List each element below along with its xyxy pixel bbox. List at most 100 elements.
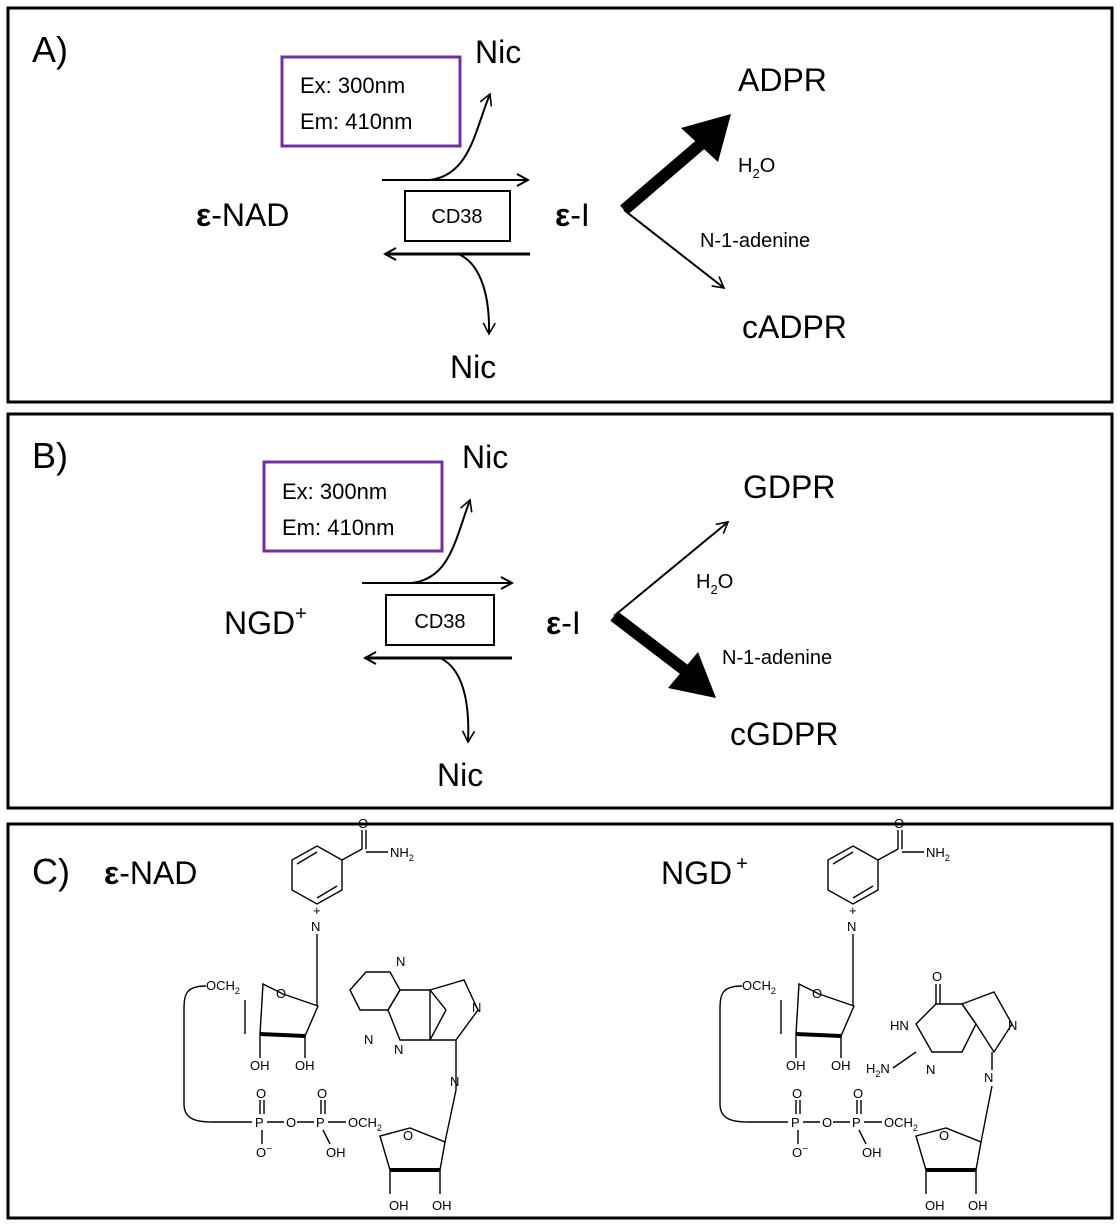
panel-a-product-major: ADPR — [738, 62, 827, 98]
left-upper-oh1: OH — [250, 1058, 270, 1073]
panel-b-excitation: Ex: 300nm — [282, 479, 387, 504]
right-h2n-h: H — [866, 1061, 875, 1076]
left-phosphate-loop — [183, 985, 252, 1123]
right-upper-ring-o: O — [812, 986, 822, 1001]
panel-b-water-sub: 2 — [710, 582, 717, 597]
panel-a-substrate-epsilon: ε — [196, 197, 211, 233]
right-p2-o: O — [853, 1086, 863, 1101]
left-lower-glycosidic-bond — [444, 1089, 457, 1143]
right-upper-och2-text: OCH — [742, 978, 771, 993]
left-upper-ribose — [259, 982, 319, 1037]
left-pyrimidine-ring — [387, 989, 447, 1041]
right-pyridinium-plus: + — [849, 903, 857, 918]
panel-b-nic-top: Nic — [462, 439, 508, 475]
right-base-n7: N — [1008, 1018, 1017, 1033]
left-base-n3: N — [394, 1042, 403, 1057]
right-upper-ribose-front — [795, 1032, 842, 1038]
panel-b-product-major: cGDPR — [730, 716, 838, 752]
panel-a-nic-release-arrow — [429, 92, 493, 181]
left-upper-oh2: OH — [295, 1058, 315, 1073]
left-base-n1: N — [396, 954, 405, 969]
panel-a-water-sub: 2 — [752, 166, 759, 181]
structure-epsilon-nad: O NH2 N + OCH2 O OH OH P O O− — [183, 816, 481, 1213]
left-p1-ominus-o: O — [256, 1145, 266, 1160]
panel-b-minor-arrow — [613, 520, 730, 617]
panel-b: B) Ex: 300nm Em: 410nm Nic NGD+ CD38 Nic… — [6, 412, 1114, 810]
right-p1-o: O — [792, 1086, 802, 1101]
right-ring-double-1 — [832, 851, 854, 865]
left-upper-ring-o: O — [276, 986, 286, 1001]
right-upper-och2: OCH2 — [742, 978, 776, 996]
left-lower-och2-sub: 2 — [377, 1123, 382, 1133]
panel-a-frame — [6, 6, 1114, 404]
right-amine-link — [892, 1051, 917, 1069]
right-p1-ominus: O− — [792, 1144, 808, 1160]
panel-b-substrate-name: NGD — [224, 605, 295, 641]
right-base-hn: HN — [890, 1018, 909, 1033]
left-pyridinium-plus: + — [313, 903, 321, 918]
right-base-n9: N — [984, 1070, 993, 1085]
panel-c-frame — [6, 822, 1114, 1220]
panel-b-nic-bottom: Nic — [437, 757, 483, 793]
panel-c-right-title: NGD+ — [661, 853, 748, 891]
left-p2: P — [316, 1115, 325, 1130]
panel-a-water: H2O — [738, 155, 775, 181]
left-lower-ring-o: O — [403, 1128, 413, 1143]
right-pyridinium-ring — [827, 845, 879, 905]
panel-a-nic-bottom: Nic — [450, 349, 496, 385]
panel-b-label: B) — [32, 435, 68, 476]
panel-a-product-minor: cADPR — [742, 309, 847, 345]
panel-b-water: H2O — [696, 571, 733, 597]
left-pyridinium-n: N — [311, 919, 320, 934]
panel-a-enzyme: CD38 — [431, 206, 482, 228]
panel-b-filter-box — [262, 460, 444, 553]
panel-b-enzyme: CD38 — [414, 611, 465, 633]
panel-b-frame — [6, 412, 1114, 810]
right-amide-bond — [877, 848, 899, 861]
left-bridge-o: O — [286, 1115, 296, 1130]
panel-b-emission: Em: 410nm — [282, 515, 395, 540]
panel-b-product-minor: GDPR — [743, 469, 835, 505]
right-upper-och2-sub: 2 — [771, 986, 776, 996]
right-base-o: O — [932, 969, 942, 984]
panel-a-label: A) — [32, 29, 68, 70]
left-lower-ribose — [379, 1127, 446, 1171]
right-base-n3: N — [926, 1062, 935, 1077]
right-amide-nh2: NH2 — [926, 845, 950, 863]
left-p1: P — [255, 1115, 264, 1130]
right-lower-oh1: OH — [925, 1198, 945, 1213]
right-lower-glycosidic-bond — [980, 1085, 993, 1143]
panel-a: A) Ex: 300nm Em: 410nm Nic ε-NAD CD38 Ni… — [6, 6, 1114, 404]
right-ring-double-2 — [852, 885, 874, 899]
right-lower-och2-sub: 2 — [913, 1123, 918, 1133]
panel-c-left-title-name: -NAD — [119, 855, 197, 891]
structure-ngd: O NH2 N + OCH2 O OH OH P O O− O P — [719, 816, 1017, 1213]
left-p1-ominus-sign: − — [266, 1144, 272, 1155]
left-base-n2: N — [364, 1032, 373, 1047]
left-upper-och2-text: OCH — [206, 978, 235, 993]
left-base-n5: N — [450, 1074, 459, 1089]
left-p2-o: O — [317, 1086, 327, 1101]
panel-b-adenine-label: N-1-adenine — [722, 647, 832, 669]
left-lower-och2-text: OCH — [348, 1115, 377, 1130]
left-p1-ominus: O− — [256, 1144, 272, 1160]
panel-a-intermediate: ε-I — [555, 197, 590, 233]
panel-b-substrate-charge: + — [295, 603, 307, 625]
panel-a-water-h: H — [738, 155, 752, 177]
panel-c-left-title: ε-NAD — [104, 855, 197, 891]
panel-a-substrate: ε-NAD — [196, 197, 289, 233]
left-base-n4: N — [472, 1000, 481, 1015]
panel-b-intermediate-name: -I — [561, 605, 581, 641]
right-upper-oh2: OH — [831, 1058, 851, 1073]
right-bridge-o: O — [822, 1115, 832, 1130]
panel-a-intermediate-name: -I — [570, 197, 590, 233]
panel-a-emission: Em: 410nm — [300, 109, 413, 134]
left-p2-oh: OH — [326, 1145, 346, 1160]
panel-a-filter-box — [280, 55, 462, 148]
panel-b-enzyme-box — [385, 594, 495, 646]
panel-a-nic-top: Nic — [475, 34, 521, 70]
left-imidazole-ring — [429, 979, 479, 1041]
panel-c-left-title-epsilon: ε — [104, 855, 119, 891]
